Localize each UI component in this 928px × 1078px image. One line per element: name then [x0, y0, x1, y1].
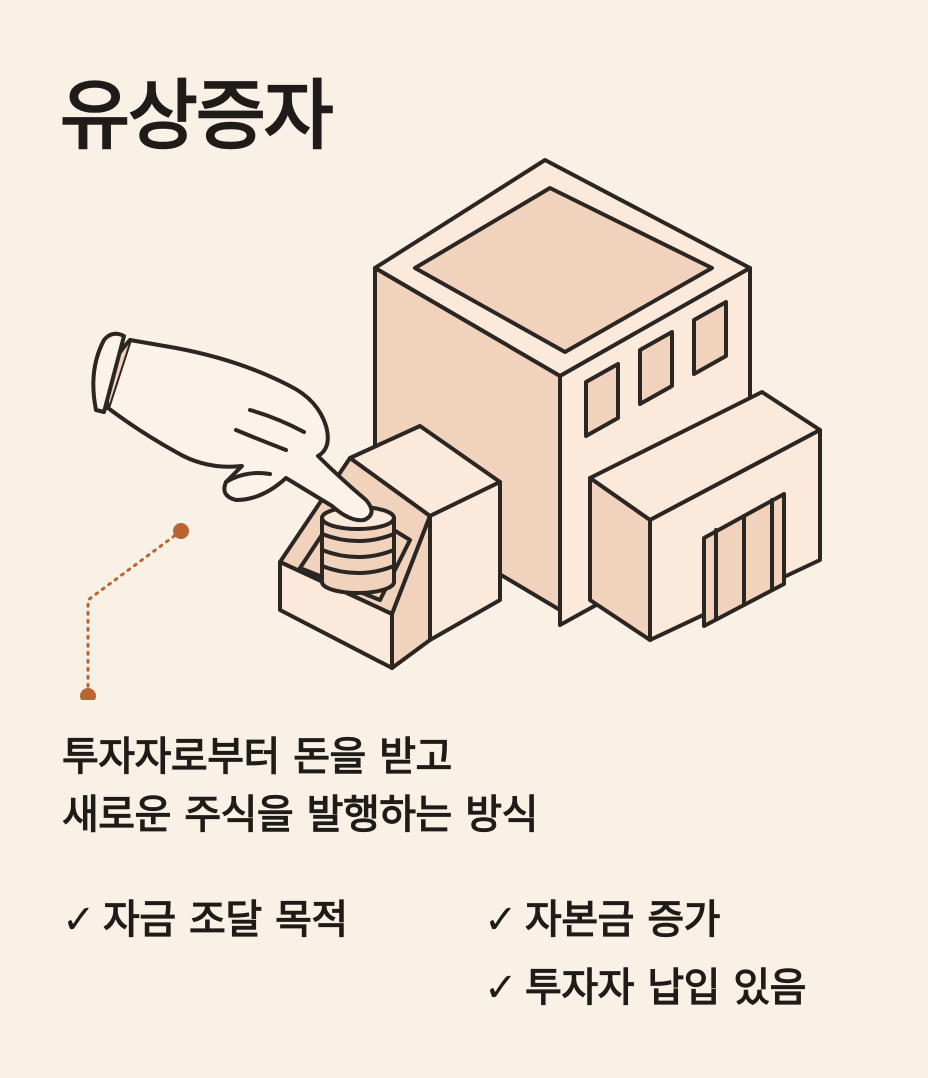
description-line-2: 새로운 주식을 발행하는 방식 [62, 792, 538, 838]
checkmark-icon: ✓ [484, 965, 518, 1011]
check-label: 자금 조달 목적 [103, 897, 348, 943]
checkmark-icon: ✓ [62, 897, 96, 943]
check-label: 자본금 증가 [525, 897, 720, 943]
connector-dot-bottom [80, 688, 96, 700]
illustration [80, 158, 822, 700]
check-item: ✓자금 조달 목적 [62, 900, 348, 940]
page-title: 유상증자 [60, 71, 334, 160]
check-item: ✓투자자 납입 있음 [484, 968, 806, 1008]
description: 투자자로부터 돈을 받고 새로운 주식을 발행하는 방식 [62, 728, 538, 844]
checkmark-icon: ✓ [484, 897, 518, 943]
building-icon [373, 158, 822, 642]
check-label: 투자자 납입 있음 [525, 965, 806, 1011]
description-line-1: 투자자로부터 돈을 받고 [62, 734, 452, 780]
check-item: ✓자본금 증가 [484, 900, 720, 940]
hand-icon [91, 331, 374, 523]
connector-dot-top [173, 523, 189, 539]
connector-line [86, 529, 183, 698]
